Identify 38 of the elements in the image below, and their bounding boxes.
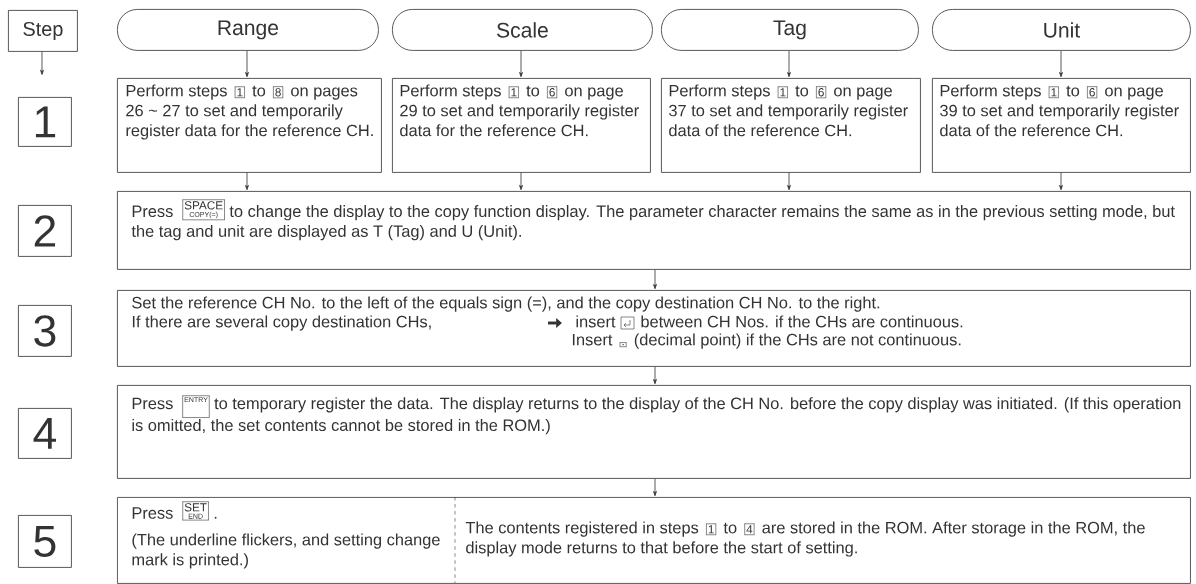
boxed-number: .: [619, 342, 627, 348]
arrow: [787, 50, 791, 78]
boxed-number: 1: [234, 86, 246, 99]
arrow: [1059, 172, 1063, 191]
boxed-number: 4: [744, 523, 755, 536]
header-pill: Tag: [661, 9, 919, 51]
arrow: [519, 50, 523, 78]
step-header-box: Step: [8, 10, 78, 52]
header-pill: Unit: [932, 9, 1191, 51]
arrow: [653, 366, 657, 385]
arrow: [519, 172, 523, 191]
process-box: Perform steps 1 to 6 on page 37 to set and temporarily register data of the reference CH.: [661, 78, 921, 173]
step-number-box: 5: [18, 515, 72, 568]
arrow: [245, 50, 249, 78]
step-number-box: 1: [18, 97, 72, 147]
header-pill: Scale: [392, 9, 653, 51]
step-number-box: 4: [18, 408, 72, 459]
boxed-number: 1: [1048, 86, 1060, 99]
arrow: [40, 51, 44, 75]
boxed-number: 1: [705, 523, 717, 536]
arrow: [245, 172, 249, 191]
header-pill: Range: [117, 9, 379, 51]
process-box: Perform steps 1 to 8 on pages 26 ~ 27 to set and temporarily register data for the reference CH.: [117, 78, 382, 173]
step-number-box: 2: [18, 205, 72, 257]
boxed-number: 6: [1086, 86, 1098, 99]
process-box: Perform steps 1 to 6 on page 29 to set and temporarily register data for the reference CH.: [392, 78, 651, 173]
process-box: Set the reference CH No. to the left of the equals sign (=), and the copy destination CH No. to the right. If there are several copy destination CHs, insert between CH Nos. if the CHs are continuous. Insert . (decimal point) if the CHs are not continuous.: [117, 290, 1191, 367]
process-box: Perform steps 1 to 6 on page 39 to set and temporarily register data of the reference CH.: [932, 78, 1191, 173]
arrow: [653, 269, 657, 290]
boxed-number: 8: [272, 86, 284, 99]
boxed-number: 1: [777, 86, 789, 99]
boxed-number: 6: [815, 86, 827, 99]
arrow: [653, 478, 657, 497]
step-number-box: 3: [18, 305, 72, 357]
boxed-number: 1: [508, 86, 520, 99]
arrow: [1059, 50, 1063, 78]
boxed-number: 6: [546, 86, 558, 99]
arrow: [787, 172, 791, 191]
